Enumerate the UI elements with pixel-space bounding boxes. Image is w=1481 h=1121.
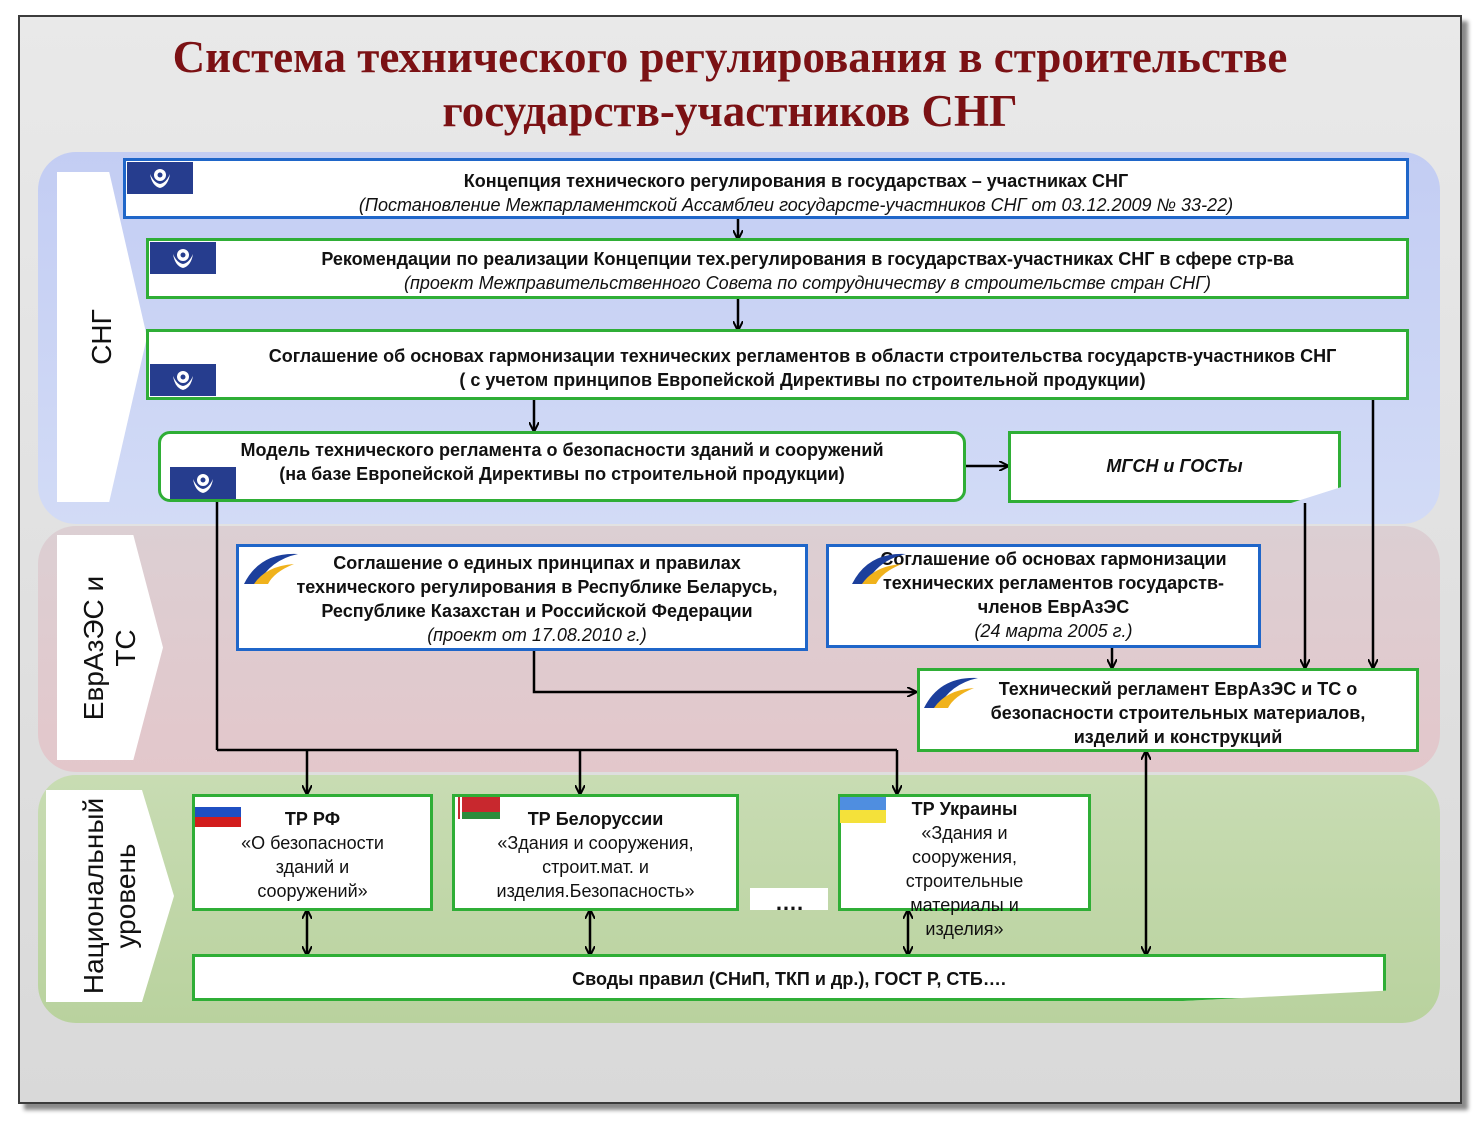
tr-ukraine-body: «Здания и сооружения, строительные матер… (905, 823, 1024, 939)
belarus-flag-icon (456, 797, 500, 819)
cis-model-title: Модель технического регламента о безопас… (240, 440, 884, 460)
cis-recommendations-note: (проект Межправительственного Совета по … (404, 273, 1211, 293)
cis-recommendations-title: Рекомендации по реализации Концепции тех… (321, 249, 1294, 269)
tr-belarus-box: ТР Белоруссии «Здания и сооружения, стро… (452, 794, 739, 911)
cis-model-regulation-box: Модель технического регламента о безопас… (158, 431, 966, 502)
cis-emblem-icon (150, 242, 216, 274)
tr-ukraine-box: ТР Украины «Здания и сооружения, строите… (838, 794, 1091, 939)
eurasec-unified-note: (проект от 17.08.2010 г.) (427, 625, 647, 645)
cis-agreement-box: Соглашение об основах гармонизации техни… (146, 329, 1409, 400)
tr-russia-body: «О безопасности зданий и сооружений» (241, 833, 384, 901)
eurasec-tr-title: Технический регламент ЕврАзЭС и ТС о без… (990, 679, 1366, 747)
cis-model-note: (на базе Европейской Директивы по строит… (279, 464, 845, 484)
cis-emblem-icon (170, 467, 236, 499)
eurasec-unified-principles-box: Соглашение о единых принципах и правилах… (236, 544, 808, 651)
cis-concept-note: (Постановление Межпарламентской Ассамбле… (358, 195, 1234, 215)
cis-agreement-note: ( с учетом принципов Европейской Директи… (459, 370, 1146, 390)
cis-concept-box: Концепция технического регулирования в г… (123, 158, 1409, 219)
tr-ukraine-head: ТР Украины (911, 799, 1018, 819)
cis-emblem-icon (127, 162, 193, 194)
eurasec-unified-title: Соглашение о единых принципах и правилах… (296, 553, 778, 621)
tr-russia-head: ТР РФ (284, 809, 341, 829)
cis-concept-title: Концепция технического регулирования в г… (463, 171, 1129, 191)
eurasec-technical-regulation-box: Технический регламент ЕврАзЭС и ТС о без… (917, 668, 1419, 752)
cis-recommendations-box: Рекомендации по реализации Концепции тех… (146, 238, 1409, 299)
tr-belarus-body: «Здания и сооружения, строит.мат. и изде… (496, 833, 695, 901)
ellipsis-more: …. (750, 888, 828, 915)
tr-belarus-head: ТР Белоруссии (527, 809, 664, 829)
mgsn-gost-box: МГСН и ГОСТы (1008, 431, 1341, 503)
ukraine-flag-icon (840, 797, 886, 823)
cis-agreement-title: Соглашение об основах гармонизации техни… (268, 346, 1337, 366)
page-title: Система технического регулирования в стр… (172, 32, 1288, 136)
eurasec-logo-icon (244, 553, 298, 584)
cis-emblem-icon (150, 364, 216, 396)
eurasec-harmonization-note: (24 марта 2005 г.) (974, 621, 1133, 641)
mgsn-gost-label: МГСН и ГОСТы (1106, 456, 1243, 476)
eurasec-logo-icon (924, 677, 978, 708)
codes-standards-label: Своды правил (СНиП, ТКП и др.), ГОСТ Р, … (572, 969, 1006, 989)
eurasec-harmonization-box: Соглашение об основах гармонизации техни… (826, 544, 1261, 648)
eurasec-harmonization-title: Соглашение об основах гармонизации техни… (880, 549, 1227, 617)
russia-flag-icon (195, 797, 241, 827)
eurasec-logo-icon (852, 553, 906, 584)
codes-standards-box: Своды правил (СНиП, ТКП и др.), ГОСТ Р, … (192, 954, 1386, 1001)
